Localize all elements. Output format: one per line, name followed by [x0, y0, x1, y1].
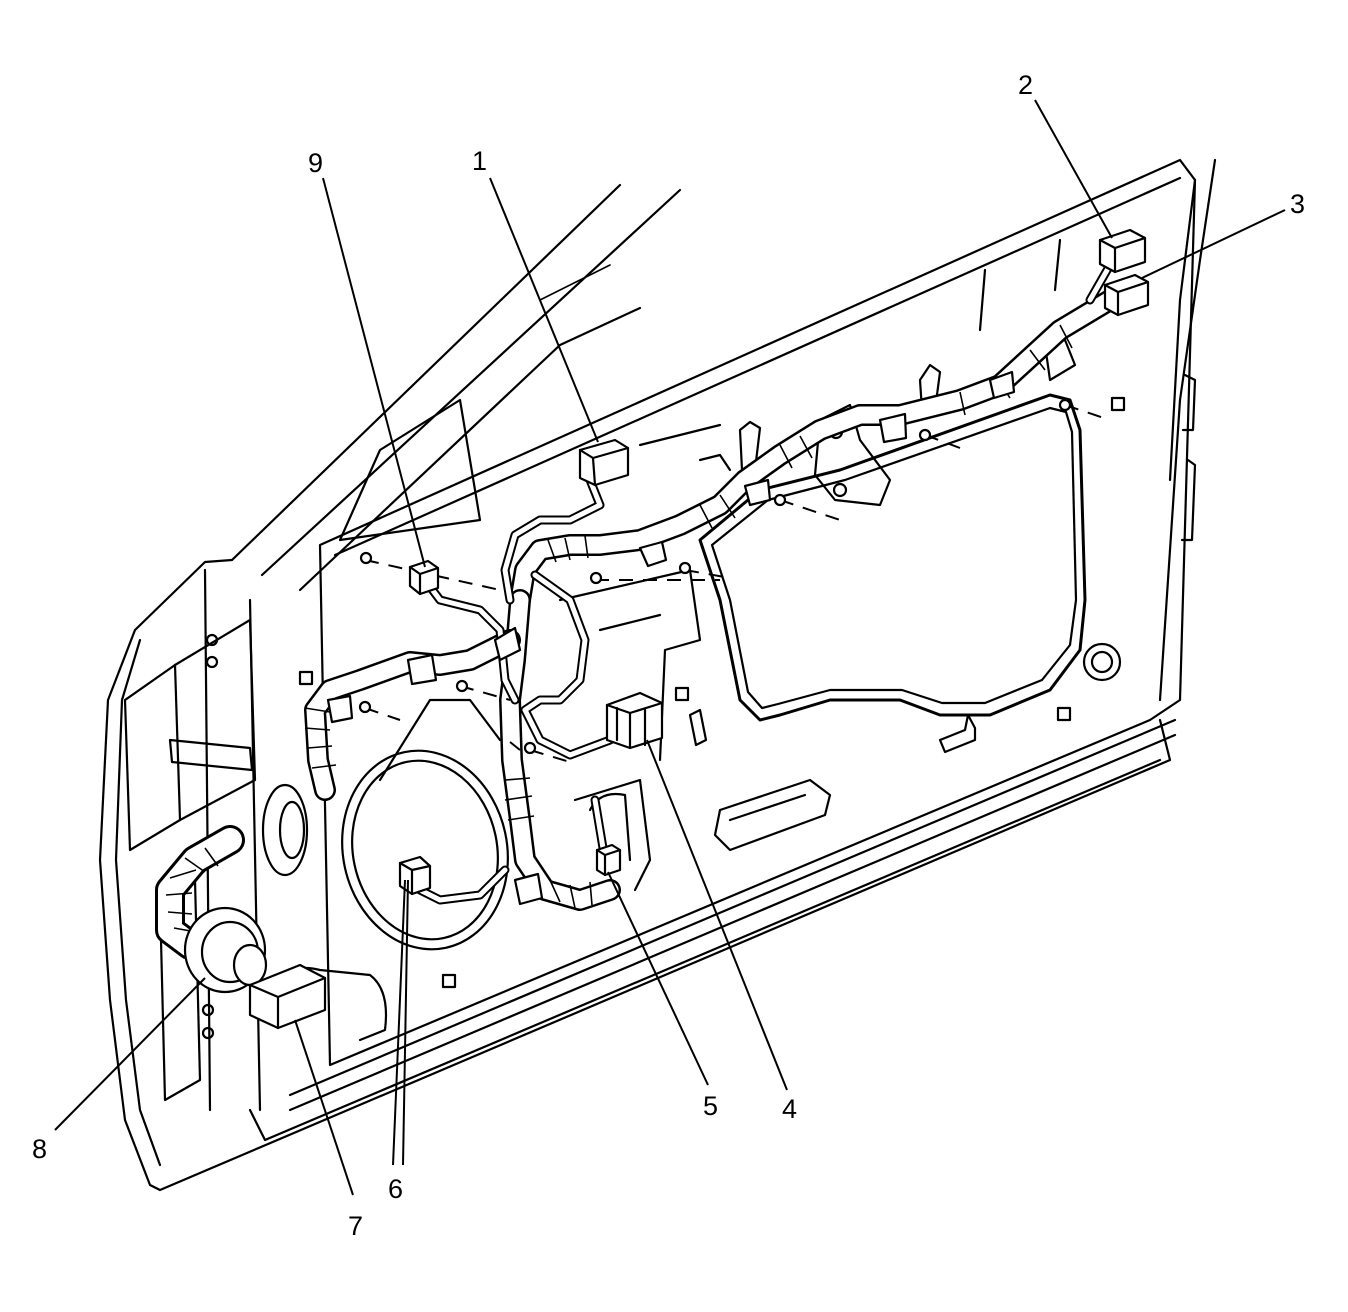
callout-1: 1 [472, 146, 487, 176]
leader-6a [392, 879, 406, 1166]
connector-7 [248, 963, 327, 1030]
callout-2: 2 [1018, 70, 1033, 100]
connector-3 [1103, 273, 1150, 317]
leader-lines [54, 99, 1286, 1196]
connector-9 [408, 559, 440, 596]
leader-7 [294, 1019, 354, 1196]
callout-4: 4 [782, 1094, 797, 1124]
grommet [183, 783, 309, 994]
leader-9 [322, 177, 426, 568]
leader-1 [489, 177, 599, 443]
connectors [248, 228, 1150, 1030]
callout-9: 9 [308, 148, 323, 178]
leader-6b [402, 879, 409, 1166]
callout-8: 8 [32, 1134, 47, 1164]
leader-4 [646, 739, 788, 1091]
leader-8 [54, 977, 206, 1131]
leader-5 [607, 871, 709, 1086]
leader-2 [1034, 99, 1113, 239]
callout-5: 5 [703, 1091, 718, 1121]
door-shell [98, 158, 1217, 1192]
callout-6: 6 [388, 1174, 403, 1204]
callout-labels: 1 2 3 4 5 6 7 8 9 [32, 70, 1305, 1241]
callout-7: 7 [348, 1211, 363, 1241]
connector-4 [605, 691, 664, 750]
callout-3: 3 [1290, 189, 1305, 219]
connector-2 [1098, 228, 1147, 274]
connector-5 [595, 843, 622, 877]
connector-1 [578, 438, 630, 487]
leader-3 [1141, 209, 1286, 279]
